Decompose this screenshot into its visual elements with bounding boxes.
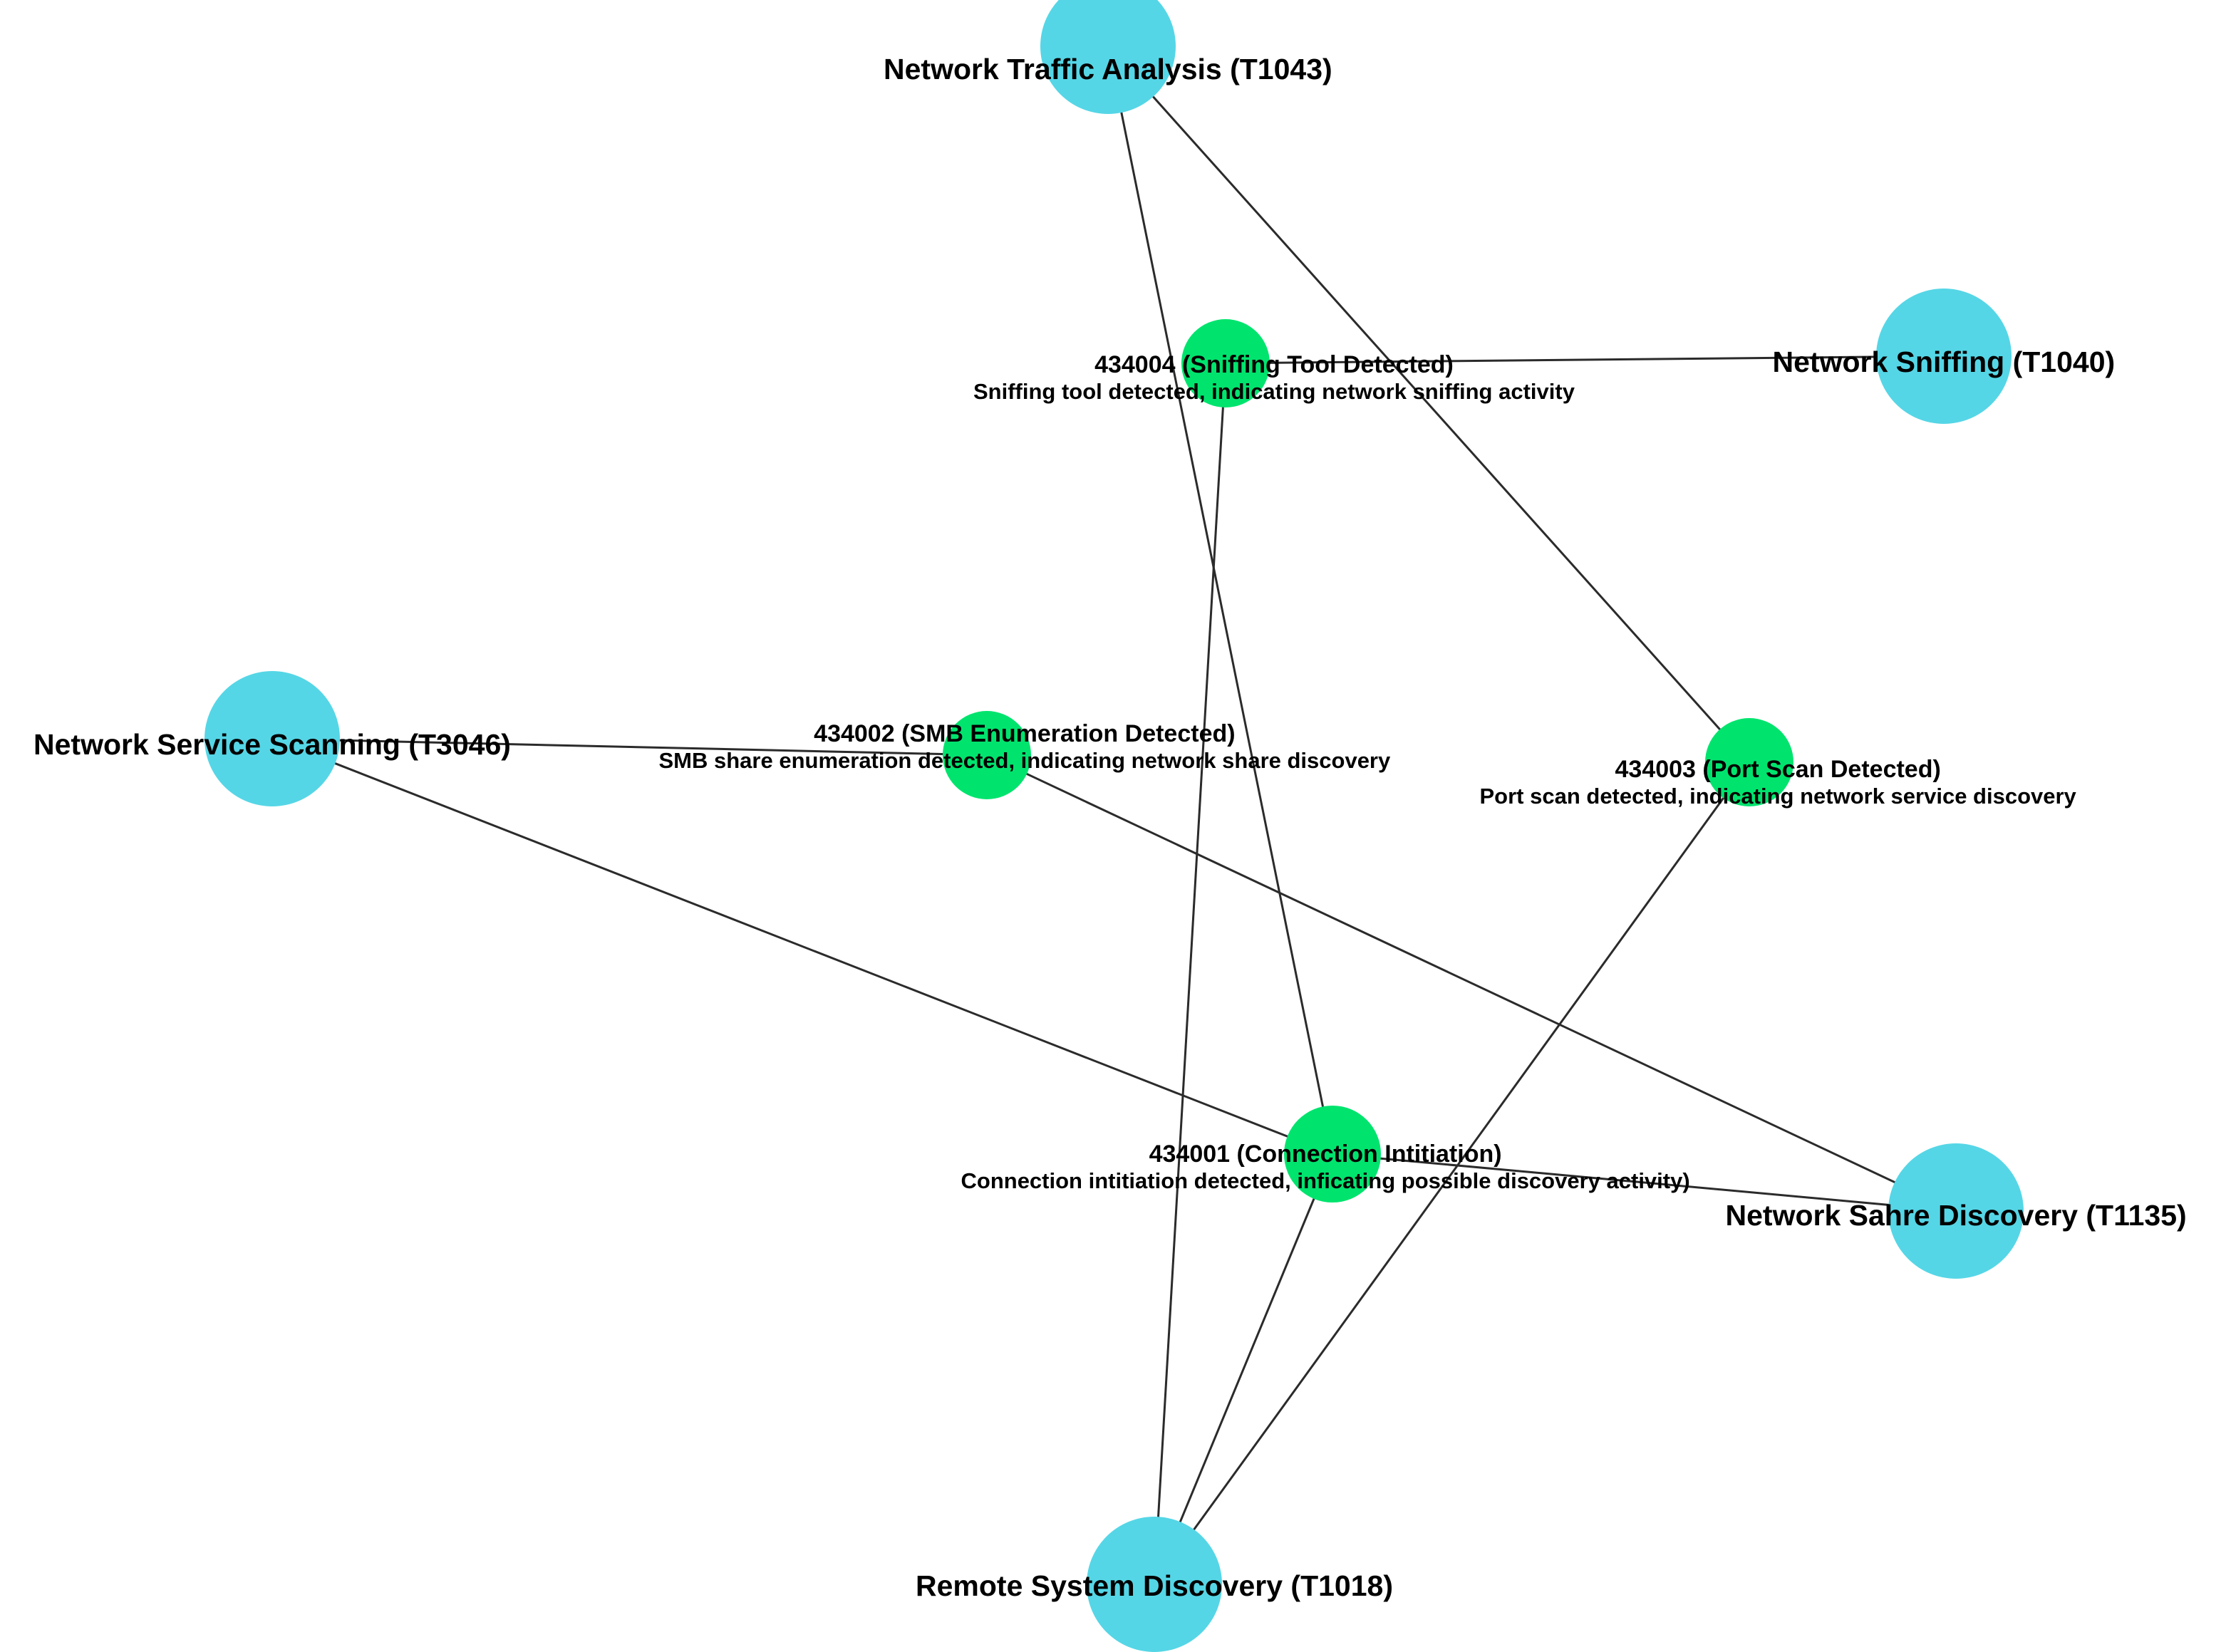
graph-node-T1040[interactable] bbox=[1876, 289, 2012, 424]
edge-layer bbox=[332, 93, 1898, 1533]
graph-node-T1135[interactable] bbox=[1888, 1143, 2024, 1279]
graph-node-T3046[interactable] bbox=[205, 671, 340, 806]
graph-node-T1018[interactable] bbox=[1087, 1517, 1222, 1652]
graph-node-434003[interactable] bbox=[1705, 718, 1793, 806]
graph-edge bbox=[332, 761, 1290, 1139]
graph-edge bbox=[1191, 795, 1727, 1533]
graph-edge bbox=[1377, 1157, 1892, 1207]
node-layer bbox=[205, 0, 2024, 1652]
graph-node-T1043[interactable] bbox=[1040, 0, 1176, 114]
graph-edge bbox=[1266, 355, 1880, 364]
graph-edge bbox=[1119, 109, 1325, 1110]
graph-node-434001[interactable] bbox=[1284, 1106, 1381, 1202]
graph-edge bbox=[1150, 93, 1723, 732]
graph-node-434002[interactable] bbox=[943, 711, 1031, 799]
graph-edge bbox=[1023, 772, 1898, 1185]
graph-edge bbox=[1156, 404, 1225, 1520]
graph-edge bbox=[336, 739, 946, 756]
graph-edge bbox=[1178, 1195, 1316, 1525]
graph-node-434004[interactable] bbox=[1181, 319, 1270, 407]
